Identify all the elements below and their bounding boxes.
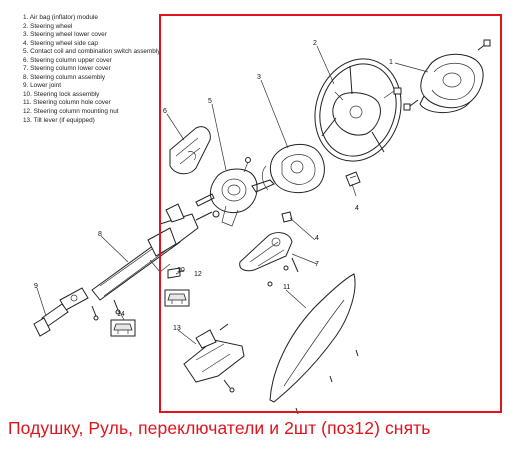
callout-11: 11 [283,284,290,291]
callout-7: 7 [315,261,319,268]
callout-3: 3 [257,74,261,81]
bolt-detail [110,319,136,337]
legend-item: 2. Steering wheel [23,22,73,30]
wheel-lower-cover-drawing [262,144,325,193]
legend-item: 10. Steering lock assembly [23,90,100,98]
callout-numbers: 1 2 3 4 5 6 4 7 8 9 10 12 14 11 13 [34,40,393,332]
callout-2: 2 [313,40,317,47]
legend-item: 8. Steering column assembly [23,73,106,81]
legend-item: 13. Tilt lever (if equipped) [23,116,95,124]
callout-5: 5 [208,98,212,105]
callout-9: 9 [34,283,38,290]
mounting-nut-detail [164,267,190,307]
callout-12: 12 [194,271,202,278]
legend-item: 7. Steering column lower cover [23,65,111,73]
lower-joint-drawing [33,287,89,337]
legend-item: 6. Steering column upper cover [23,56,112,64]
caption-text: Подушку, Руль, переключатели и 2шт (поз1… [8,418,431,438]
highlight-frame [159,14,502,413]
callout-1: 1 [389,59,393,66]
legend-item: 4. Steering wheel side cap [23,39,98,47]
airbag-module-drawing [403,39,491,113]
legend-item: 9. Lower joint [23,82,62,90]
steering-column-drawing [91,203,220,321]
legend-item: 3. Steering wheel lower cover [23,31,107,39]
callout-13: 13 [173,325,181,332]
callout-8: 8 [98,231,102,238]
leader-lines [36,45,429,345]
parts-legend: 1. Air bag (inflator) module 2. Steering… [23,14,160,125]
legend-item: 5. Contact coil and combination switch a… [23,48,161,56]
hole-cover-drawing [269,273,359,415]
legend-item: 11. Steering column hole cover [23,99,111,107]
combination-switch-drawing [195,157,275,227]
steering-wheel-drawing [314,58,402,162]
callout-4b: 4 [315,235,319,242]
tilt-lever-drawing [183,323,245,393]
legend-item: 1. Air bag (inflator) module [23,14,98,21]
upper-cover-drawing [169,126,211,175]
lower-cover-drawing [239,232,299,287]
callout-4: 4 [355,205,359,212]
callout-14: 14 [117,311,125,318]
legend-item: 12. Steering column mounting nut [23,108,119,116]
callout-10: 10 [177,267,185,274]
callout-6: 6 [163,108,167,115]
